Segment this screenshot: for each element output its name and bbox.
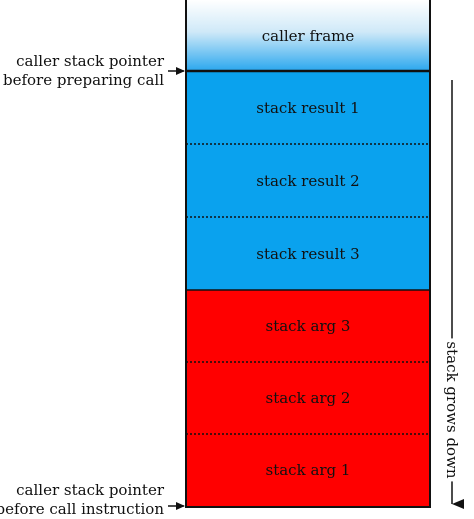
growth-label: stack grows down xyxy=(443,338,461,482)
stack-result-3-label: stack result 3 xyxy=(256,244,360,263)
stack-arg-3-cell: stack arg 3 xyxy=(186,290,430,362)
top-pointer-line1: caller stack pointer xyxy=(16,52,164,70)
top-pointer-line2: before preparing call xyxy=(2,71,164,89)
stack-arg-1-label: stack arg 1 xyxy=(265,461,351,479)
stack-result-3-cell: stack result 3 xyxy=(186,217,430,290)
stack-result-2-cell: stack result 2 xyxy=(186,144,430,217)
stack-arg-3-label: stack arg 3 xyxy=(265,317,351,335)
bottom-pointer-line1: caller stack pointer xyxy=(16,481,164,499)
stack-arg-2-label: stack arg 2 xyxy=(265,389,351,407)
stack-result-1-label: stack result 1 xyxy=(256,98,360,117)
bottom-pointer-line2: before call instruction xyxy=(0,500,164,518)
bottom-pointer-annotation: caller stack pointer before call instruc… xyxy=(0,481,164,519)
caller-frame-box: caller frame xyxy=(185,0,431,71)
stack-arg-1-cell: stack arg 1 xyxy=(186,434,430,506)
stack-arg-2-cell: stack arg 2 xyxy=(186,362,430,434)
stack-result-2-label: stack result 2 xyxy=(256,171,360,190)
stack-result-1-cell: stack result 1 xyxy=(186,71,430,144)
stack-outline xyxy=(185,70,431,508)
top-pointer-annotation: caller stack pointer before preparing ca… xyxy=(3,52,164,90)
caller-frame-label: caller frame xyxy=(261,26,355,45)
